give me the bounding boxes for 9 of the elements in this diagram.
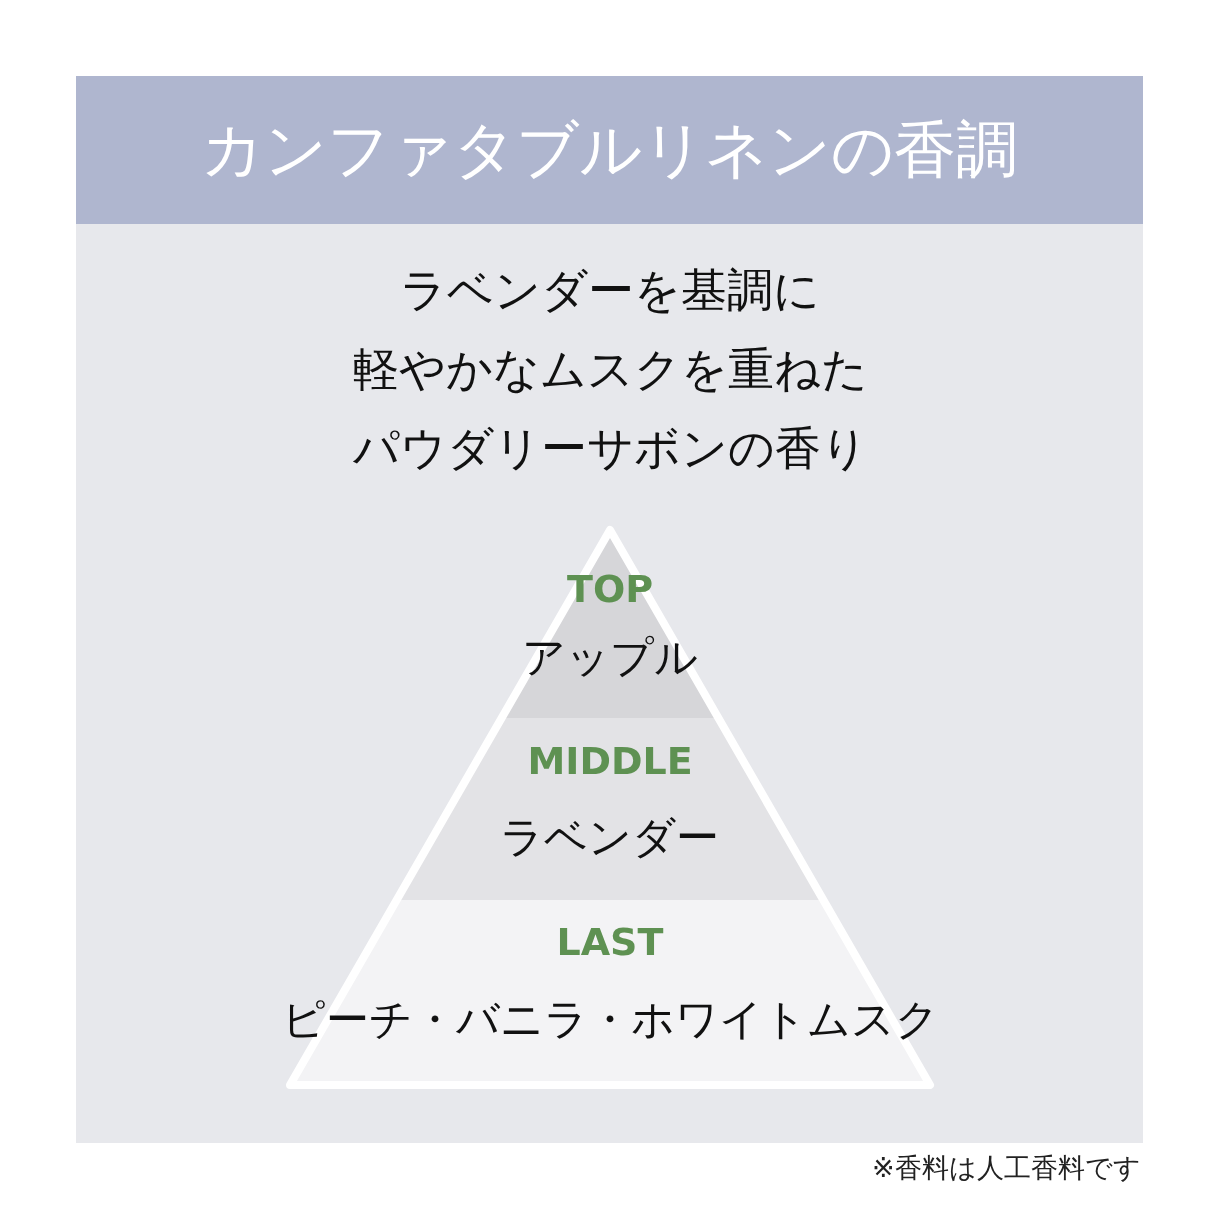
tier-notes: ピーチ・バニラ・ホワイトムスク	[281, 994, 939, 1046]
tier-notes: アップル	[522, 632, 698, 684]
tier-heading: LAST	[556, 920, 664, 966]
tier-heading: TOP	[567, 567, 654, 613]
footnote: ※香料は人工香料です	[872, 1151, 1141, 1185]
title-text: カンファタブルリネンの香調	[201, 112, 1018, 188]
tier-heading: MIDDLE	[527, 739, 693, 785]
tier-notes: ラベンダー	[500, 812, 720, 864]
description-text: ラベンダーを基調に軽やかなムスクを重ねたパウダリーサボンの香り	[352, 262, 868, 477]
